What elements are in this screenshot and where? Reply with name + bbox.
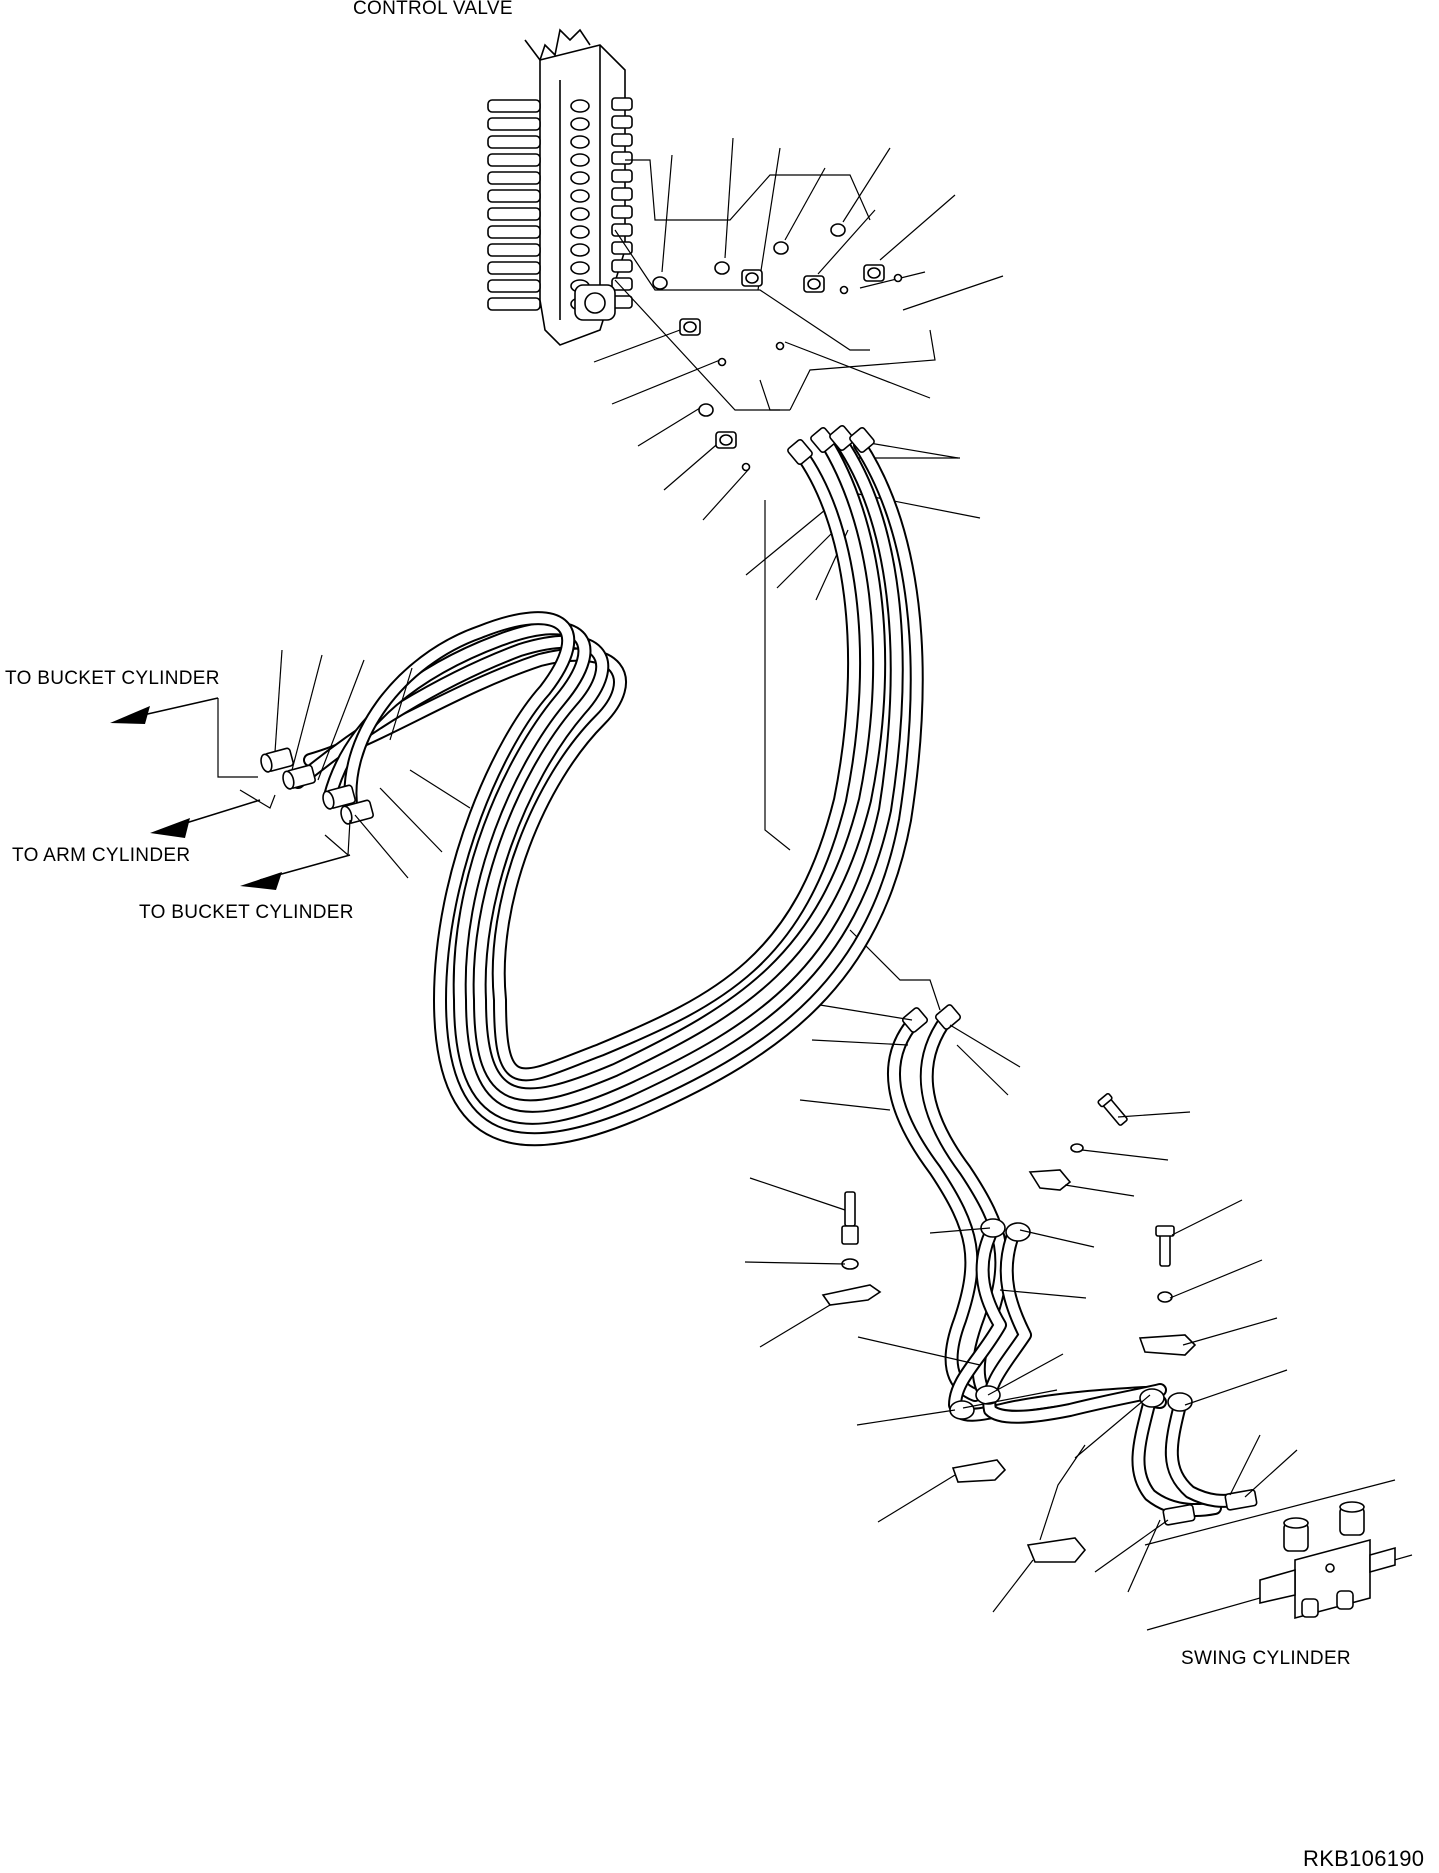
valve-spool-end [611, 115, 633, 129]
valve-fittings [652, 223, 903, 472]
valve-spool-end [611, 277, 633, 291]
valve-port [570, 243, 590, 257]
leader-lines-bottom [744, 1004, 1298, 1613]
valve-spool [487, 297, 541, 311]
swing-hose-fittings [901, 1004, 1258, 1526]
valve-spool [487, 99, 541, 113]
flow-arrows [110, 697, 351, 890]
valve-port [570, 225, 590, 239]
valve-spool-end [611, 259, 633, 273]
valve-spool [487, 117, 541, 131]
valve-spool-end [611, 187, 633, 201]
valve-spool [487, 135, 541, 149]
valve-spool [487, 261, 541, 275]
drawing-code: RKB106190 [1303, 1846, 1424, 1871]
to-bucket-cylinder-label-bottom: TO BUCKET CYLINDER [139, 902, 354, 923]
valve-spool [487, 207, 541, 221]
valve-spool [487, 243, 541, 257]
valve-spool-end [611, 97, 633, 111]
swing-hoses [887, 1010, 1247, 1517]
valve-spool [487, 279, 541, 293]
valve-side-hose-fittings [787, 424, 875, 466]
to-bucket-cylinder-label-top: TO BUCKET CYLINDER [5, 668, 220, 689]
valve-port [570, 117, 590, 131]
valve-port [570, 135, 590, 149]
valve-spool [487, 189, 541, 203]
cylinder-side-fittings [260, 747, 374, 825]
valve-spool-end [611, 241, 633, 255]
valve-spool [487, 153, 541, 167]
valve-spool-end [611, 151, 633, 165]
main-hose-bundle [291, 433, 924, 1147]
valve-port [570, 171, 590, 185]
valve-port [570, 153, 590, 167]
valve-spool [487, 171, 541, 185]
control-valve [487, 28, 633, 346]
valve-spool [487, 225, 541, 239]
swing-cylinder-block [1144, 1479, 1413, 1631]
control-valve-label: CONTROL VALVE [353, 0, 513, 19]
valve-spool-end [611, 133, 633, 147]
valve-port [570, 99, 590, 113]
valve-port [570, 261, 590, 275]
leader-lines-top [593, 137, 1004, 1011]
valve-port [570, 189, 590, 203]
clamp-hardware [821, 1092, 1197, 1563]
swing-cylinder-label: SWING CYLINDER [1181, 1648, 1351, 1669]
valve-port [570, 207, 590, 221]
to-arm-cylinder-label: TO ARM CYLINDER [12, 845, 190, 866]
valve-spool-end [611, 169, 633, 183]
valve-spool-end [611, 205, 633, 219]
